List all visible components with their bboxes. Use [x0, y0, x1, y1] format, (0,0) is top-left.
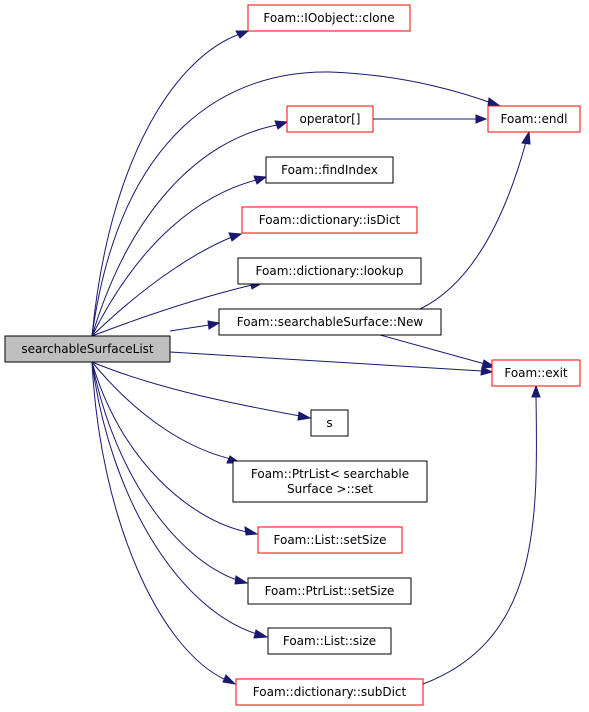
edge-New-to-endl: [419, 130, 531, 310]
node-ListSetSize[interactable]: Foam::List::setSize: [257, 526, 403, 554]
node-lookup[interactable]: Foam::dictionary::lookup: [237, 257, 422, 285]
edge-arrowhead: [253, 175, 268, 185]
edge-arrowhead: [207, 320, 221, 330]
node-box: [241, 206, 418, 234]
node-label: searchableSurfaceList: [21, 342, 154, 356]
edge-line: [91, 361, 258, 635]
edge-line: [419, 141, 527, 310]
edge-root-to-PtrListSetSize: [91, 361, 249, 585]
edge-New-to-exit: [379, 334, 497, 369]
node-operator[interactable]: operator[]: [286, 105, 374, 133]
edge-root-to-set: [91, 361, 242, 464]
node-box: [265, 156, 394, 184]
node-label: Foam::List::setSize: [274, 533, 387, 547]
edge-line: [91, 179, 257, 337]
node-findIndex[interactable]: Foam::findIndex: [265, 156, 394, 184]
edge-line: [422, 395, 537, 685]
edge-line: [169, 324, 210, 332]
node-label: Foam::dictionary::lookup: [256, 264, 404, 278]
node-box: [4, 335, 171, 363]
node-box: [267, 627, 392, 655]
node-label: Foam::IOobject::clone: [263, 11, 394, 25]
edge-line: [169, 351, 483, 372]
edge-root-to-clone: [91, 30, 250, 337]
node-label: Foam::endl: [501, 112, 568, 126]
edge-operator-to-endl: [373, 114, 488, 124]
edge-root-to-size: [91, 361, 269, 639]
node-isDict[interactable]: Foam::dictionary::isDict: [241, 206, 418, 234]
node-label: s: [326, 416, 332, 430]
edge-root-to-operator: [91, 120, 289, 337]
edge-root-to-subDict: [91, 361, 237, 685]
edge-root-to-findIndex: [91, 175, 268, 337]
edge-root-to-exit: [169, 351, 494, 376]
edge-line: [379, 334, 486, 365]
node-box: [286, 105, 374, 133]
edge-line: [91, 361, 301, 417]
edge-arrowhead: [244, 526, 259, 536]
node-label: Foam::dictionary::subDict: [253, 685, 407, 699]
node-endl[interactable]: Foam::endl: [487, 105, 581, 133]
edge-arrowhead: [234, 575, 249, 585]
edge-arrowhead: [222, 674, 237, 685]
edge-line: [91, 284, 253, 337]
nodes-layer: searchableSurfaceList Foam::IOobject::clo…: [4, 4, 581, 706]
edge-arrowhead: [297, 411, 312, 421]
node-PtrListSetSize[interactable]: Foam::PtrList::setSize: [247, 577, 412, 605]
edge-root-to-New: [169, 320, 221, 332]
node-exit[interactable]: Foam::exit: [491, 359, 581, 387]
edge-line: [91, 361, 248, 533]
node-box: [247, 4, 411, 32]
edge-line: [91, 236, 233, 337]
node-box: [257, 526, 403, 554]
edge-arrowhead: [475, 114, 488, 124]
node-root[interactable]: searchableSurfaceList: [4, 335, 171, 363]
node-box: [235, 678, 424, 706]
edge-root-to-isDict: [91, 232, 243, 337]
node-label: Foam::searchableSurface::New: [237, 315, 424, 329]
node-box: [232, 460, 428, 503]
node-New[interactable]: Foam::searchableSurface::New: [218, 308, 442, 336]
node-box: [491, 359, 581, 387]
edge-arrowhead: [274, 120, 289, 130]
edge-arrowhead: [253, 629, 269, 639]
edge-root-to-ListSetSize: [91, 361, 259, 536]
node-label: Surface >::set: [287, 482, 373, 496]
edge-arrowhead: [487, 97, 502, 107]
node-label: Foam::PtrList< searchable: [251, 467, 409, 481]
edge-arrowhead: [235, 30, 250, 39]
edge-subDict-to-exit: [422, 384, 541, 685]
node-clone[interactable]: Foam::IOobject::clone: [247, 4, 411, 32]
edges-layer: [91, 30, 541, 685]
edge-line: [91, 33, 241, 337]
edge-line: [91, 71, 495, 337]
edge-line: [91, 361, 227, 681]
node-set[interactable]: Foam::PtrList< searchableSurface >::set: [232, 460, 428, 503]
node-box: [310, 409, 349, 437]
node-subDict[interactable]: Foam::dictionary::subDict: [235, 678, 424, 706]
node-box: [487, 105, 581, 133]
node-size[interactable]: Foam::List::size: [267, 627, 392, 655]
node-box: [247, 577, 412, 605]
edge-arrowhead: [228, 232, 243, 242]
node-label: Foam::exit: [504, 366, 568, 380]
node-box: [237, 257, 422, 285]
edge-line: [91, 361, 236, 461]
edge-arrowhead: [521, 130, 531, 145]
node-label: Foam::findIndex: [281, 163, 378, 177]
node-label: operator[]: [300, 112, 361, 126]
edge-arrowhead: [480, 366, 494, 376]
edge-arrowhead: [531, 384, 541, 398]
edge-line: [91, 124, 278, 337]
node-label: Foam::dictionary::isDict: [259, 213, 401, 227]
edge-line: [91, 361, 238, 581]
node-label: Foam::List::size: [283, 634, 376, 648]
node-s[interactable]: s: [310, 409, 349, 437]
node-box: [218, 308, 442, 336]
node-label: Foam::PtrList::setSize: [265, 584, 395, 598]
edge-root-to-s: [91, 361, 312, 421]
